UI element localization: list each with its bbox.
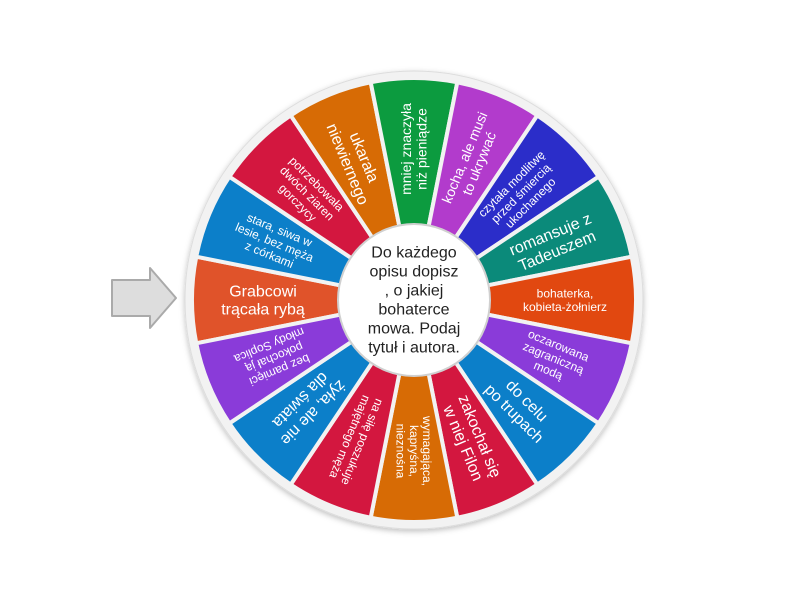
wheel-center-disc [337, 223, 491, 377]
wheel-segment-label: wymagająca,kapryśna,nieznośna [393, 415, 434, 486]
pointer-arrow-icon [111, 267, 177, 329]
wheel-segment-label: bohaterka,kobieta-żołnierz [523, 287, 607, 314]
wheel-segment-label: mniej znaczyłaniż pieniądze [398, 103, 430, 195]
